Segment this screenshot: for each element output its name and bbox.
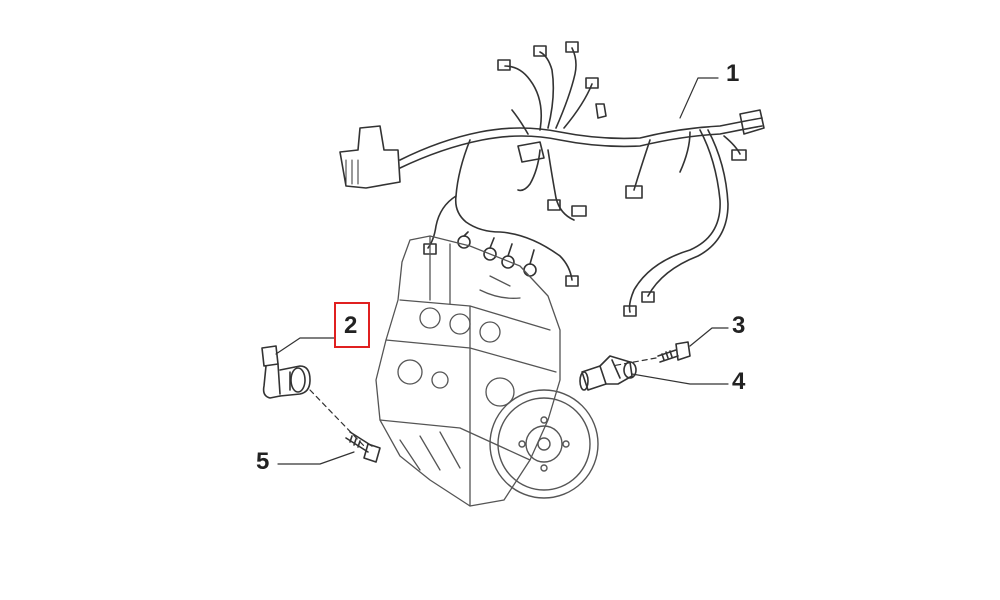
selected-part-highlight [334, 302, 370, 348]
leader-line-3 [689, 327, 729, 347]
sensor-part-4 [579, 355, 637, 391]
leader-line-2 [275, 337, 335, 355]
dashed-guide-3 [611, 357, 657, 367]
dashed-guide-2 [309, 389, 367, 449]
flywheel [489, 389, 599, 499]
wiring-harness [339, 41, 765, 317]
leader-line-1 [679, 77, 719, 119]
injector-connectors [457, 231, 537, 277]
leader-line-5 [277, 451, 355, 465]
leader-lines [275, 77, 729, 465]
engine-block [375, 235, 561, 507]
sensor-part-2 [261, 345, 311, 399]
bolt-part-5 [345, 431, 381, 463]
callout-number-3[interactable]: 3 [732, 312, 746, 339]
callout-number-2[interactable]: 2 [344, 312, 358, 339]
leader-line-4 [631, 373, 729, 385]
bolt-part-3 [657, 341, 691, 363]
callout-number-4[interactable]: 4 [732, 368, 746, 395]
harness-left-connector [339, 125, 401, 189]
callout-number-5[interactable]: 5 [256, 448, 270, 475]
callout-number-1[interactable]: 1 [726, 60, 740, 87]
